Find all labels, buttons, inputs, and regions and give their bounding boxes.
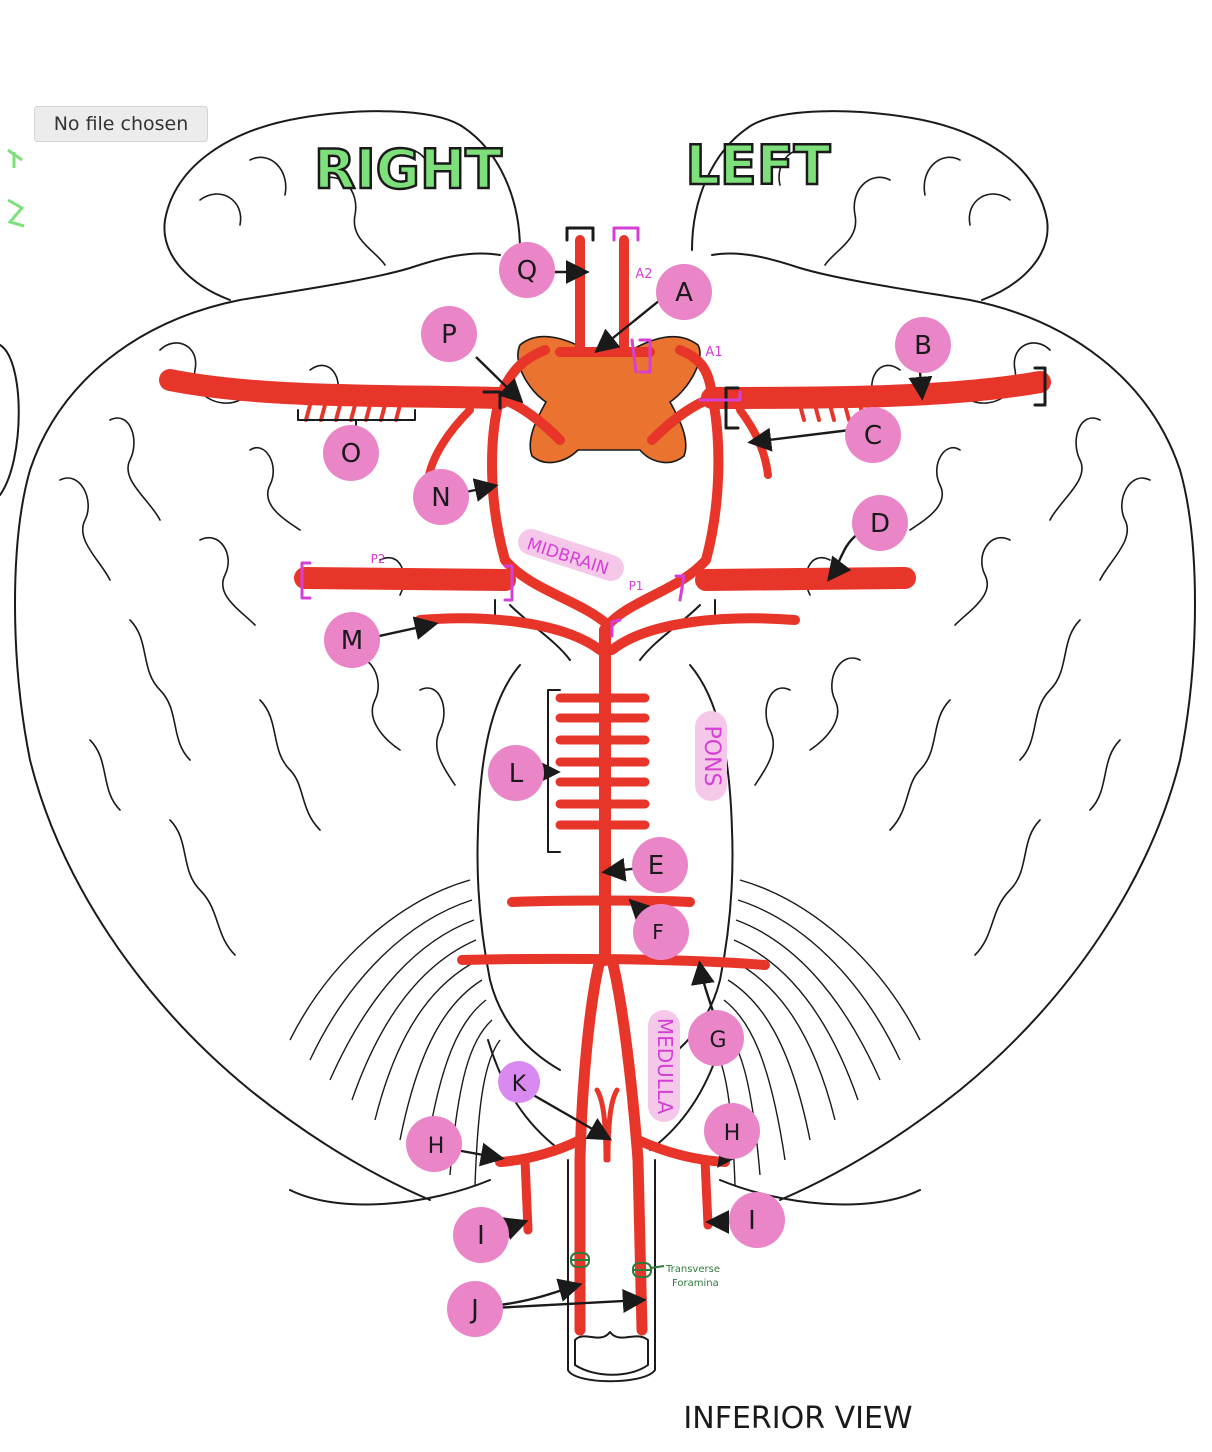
- label-foramina: Foramina: [672, 1278, 719, 1289]
- marker-k: K: [512, 1072, 527, 1097]
- marker-p: P: [441, 320, 457, 350]
- marker-q-dot: [499, 242, 555, 298]
- file-input-button[interactable]: No file chosen: [34, 106, 208, 142]
- heading-left: LEFT: [685, 134, 830, 197]
- marker-h-left: H: [724, 1121, 741, 1146]
- marker-p-dot: [421, 306, 477, 362]
- region-tags: [518, 529, 727, 1122]
- marker-h-left-dot: [704, 1103, 760, 1159]
- marker-o-dot: [323, 425, 379, 481]
- marker-f-dot: [633, 904, 689, 960]
- marker-circles: Q A P B O C N D M L E F G K H H I: [323, 242, 951, 1337]
- edge-marks: [7, 148, 25, 228]
- marker-a: A: [675, 278, 693, 308]
- marker-q: Q: [517, 256, 537, 286]
- marker-l-dot: [488, 745, 544, 801]
- heading-right: RIGHT: [314, 138, 502, 201]
- marker-e: E: [648, 851, 664, 881]
- gyri-lines: [59, 148, 1151, 956]
- arteries: [159, 235, 1051, 1336]
- marker-a-dot: [656, 264, 712, 320]
- marker-j: J: [469, 1295, 479, 1325]
- label-medulla: MEDULLA: [653, 1018, 677, 1115]
- marker-n-dot: [413, 469, 469, 525]
- marker-m-dot: [324, 612, 380, 668]
- marker-g: G: [709, 1028, 726, 1053]
- marker-o: O: [341, 439, 361, 469]
- label-transverse: Transverse: [665, 1264, 720, 1275]
- label-a1: A1: [705, 345, 722, 360]
- marker-m: M: [341, 626, 363, 656]
- marker-k-dot: [498, 1061, 540, 1103]
- marker-d: D: [870, 509, 890, 539]
- marker-f: F: [652, 920, 664, 944]
- marker-c-dot: [845, 407, 901, 463]
- marker-e-dot: [632, 837, 688, 893]
- marker-j-dot: [447, 1281, 503, 1337]
- label-a2: A2: [635, 267, 652, 282]
- marker-d-dot: [852, 495, 908, 551]
- marker-c: C: [864, 421, 882, 451]
- marker-g-dot: [688, 1010, 744, 1066]
- marker-h-right-dot: [406, 1116, 462, 1172]
- marker-b-dot: [895, 317, 951, 373]
- marker-h-right: H: [428, 1134, 445, 1159]
- marker-i-left-dot: [729, 1192, 785, 1248]
- label-inferior-view: INFERIOR VIEW: [683, 1401, 912, 1436]
- marker-i-right-dot: [453, 1207, 509, 1263]
- marker-n: N: [431, 483, 450, 513]
- transverse-foramina-marks: [570, 1252, 665, 1278]
- marker-i-left: I: [748, 1206, 756, 1236]
- marker-b: B: [914, 331, 932, 361]
- label-p2: P2: [371, 552, 386, 566]
- marker-l: L: [509, 759, 524, 789]
- label-p1: P1: [629, 579, 644, 593]
- label-pons: PONS: [699, 725, 724, 786]
- brain-outline: [0, 110, 1196, 1383]
- marker-i-right: I: [477, 1221, 485, 1251]
